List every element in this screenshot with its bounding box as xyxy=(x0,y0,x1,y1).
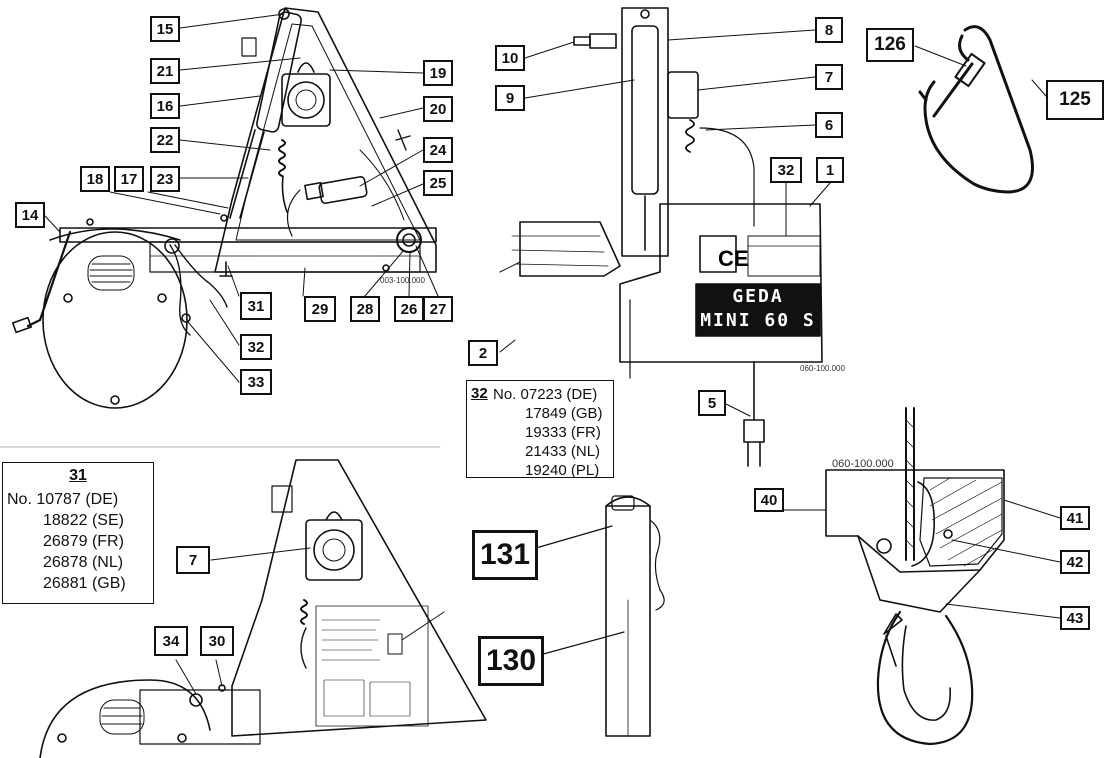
callout-18: 18 xyxy=(80,166,110,192)
frame-code: 003-100.000 xyxy=(380,276,425,285)
callout-21: 21 xyxy=(150,58,180,84)
part-number: 18822 xyxy=(43,512,88,529)
leaders-top-left xyxy=(44,13,439,383)
callout-28: 28 xyxy=(350,296,380,322)
callout-41: 41 xyxy=(1060,506,1090,530)
table-32-row: 21433 (NL) xyxy=(525,442,603,461)
language-code: (NL) xyxy=(91,554,124,571)
callout-30: 30 xyxy=(200,626,234,656)
part-number: 19333 xyxy=(525,424,567,441)
leaders-hook xyxy=(781,499,1061,619)
callout-131: 131 xyxy=(472,530,538,580)
callout-7-top: 7 xyxy=(815,64,843,90)
callout-32-topleft: 32 xyxy=(240,334,272,360)
part-number: 17849 xyxy=(525,405,567,422)
callout-17: 17 xyxy=(114,166,144,192)
row-prefix: No. xyxy=(7,491,32,508)
callout-29: 29 xyxy=(304,296,336,322)
motor-code: 060-100.000 xyxy=(800,364,845,373)
part-number-table-32: 32 No. 07223 (DE) 17849 (GB) 19333 (FR) … xyxy=(466,380,614,480)
hoist-unit-center xyxy=(499,7,823,467)
callout-23: 23 xyxy=(150,166,180,192)
callout-32-center: 32 xyxy=(770,157,802,183)
carabiner-right xyxy=(918,25,1034,194)
callout-7-bottom: 7 xyxy=(176,546,210,574)
table-32-row: 17849 (GB) xyxy=(525,404,603,423)
callout-8: 8 xyxy=(815,17,843,43)
callout-40: 40 xyxy=(754,488,784,512)
callout-1: 1 xyxy=(816,157,844,183)
table-32-row: No. 07223 (DE) xyxy=(493,385,597,404)
table-32-row: 19240 (PL) xyxy=(525,461,603,480)
language-code: (DE) xyxy=(566,386,598,403)
table-31-row: 26878 (NL) xyxy=(43,552,126,573)
post-with-pin xyxy=(605,495,665,737)
leaders-post xyxy=(535,525,625,657)
language-code: (PL) xyxy=(570,462,600,479)
callout-26: 26 xyxy=(394,296,424,322)
hook-part-code: 060-100.000 xyxy=(832,458,894,470)
language-code: (SE) xyxy=(91,512,124,529)
language-code: (GB) xyxy=(91,575,126,592)
part-number: 21433 xyxy=(525,443,567,460)
callout-19: 19 xyxy=(423,60,453,86)
callout-130: 130 xyxy=(478,636,544,686)
callout-42: 42 xyxy=(1060,550,1090,574)
table-31-row: 18822 (SE) xyxy=(43,510,126,531)
table-31-row: 26881 (GB) xyxy=(43,573,126,594)
language-code: (DE) xyxy=(85,491,119,508)
winch-frame-bottom-left xyxy=(39,459,487,758)
part-number: 26878 xyxy=(43,554,88,571)
callout-16: 16 xyxy=(150,93,180,119)
part-number: 19240 xyxy=(525,462,567,479)
part-number: 26881 xyxy=(43,575,88,592)
table-31-row: No. 10787 (DE) xyxy=(7,489,118,510)
row-prefix: No. xyxy=(493,386,517,403)
language-code: (NL) xyxy=(570,443,601,460)
leaders-carabiner xyxy=(914,45,1047,97)
callout-34: 34 xyxy=(154,626,188,656)
hook-block xyxy=(825,407,1005,746)
leaders-bottom-left xyxy=(175,547,311,695)
callout-126: 126 xyxy=(866,28,914,62)
table-32-row: 19333 (FR) xyxy=(525,423,603,442)
table-31-header: 31 xyxy=(69,467,87,484)
callout-22: 22 xyxy=(150,127,180,153)
callout-27: 27 xyxy=(423,296,453,322)
brand-line-2: MINI 60 S xyxy=(700,310,816,331)
callout-9: 9 xyxy=(495,85,525,111)
part-number: 07223 xyxy=(520,386,563,403)
winch-frame-top-left xyxy=(11,7,437,409)
callout-24: 24 xyxy=(423,137,453,163)
callout-31: 31 xyxy=(240,292,272,320)
part-number-table-31: 31 No. 10787 (DE) 18822 (SE) 26879 (FR) … xyxy=(2,462,154,604)
language-code: (GB) xyxy=(570,405,603,422)
ce-mark: CE xyxy=(718,246,749,271)
language-code: (FR) xyxy=(91,533,124,550)
callout-20: 20 xyxy=(423,96,453,122)
part-number: 26879 xyxy=(43,533,88,550)
table-31-row: 26879 (FR) xyxy=(43,531,126,552)
leaders-center xyxy=(499,29,831,417)
table-32-header: 32 xyxy=(471,385,488,402)
callout-125: 125 xyxy=(1046,80,1104,120)
language-code: (FR) xyxy=(570,424,601,441)
brand-line-1: GEDA xyxy=(732,286,784,307)
callout-15: 15 xyxy=(150,16,180,42)
callout-14: 14 xyxy=(15,202,45,228)
callout-6: 6 xyxy=(815,112,843,138)
callout-10: 10 xyxy=(495,45,525,71)
callout-25: 25 xyxy=(423,170,453,196)
part-number: 10787 xyxy=(36,491,81,508)
callout-43: 43 xyxy=(1060,606,1090,630)
callout-33: 33 xyxy=(240,369,272,395)
callout-2: 2 xyxy=(468,340,498,366)
callout-5: 5 xyxy=(698,390,726,416)
